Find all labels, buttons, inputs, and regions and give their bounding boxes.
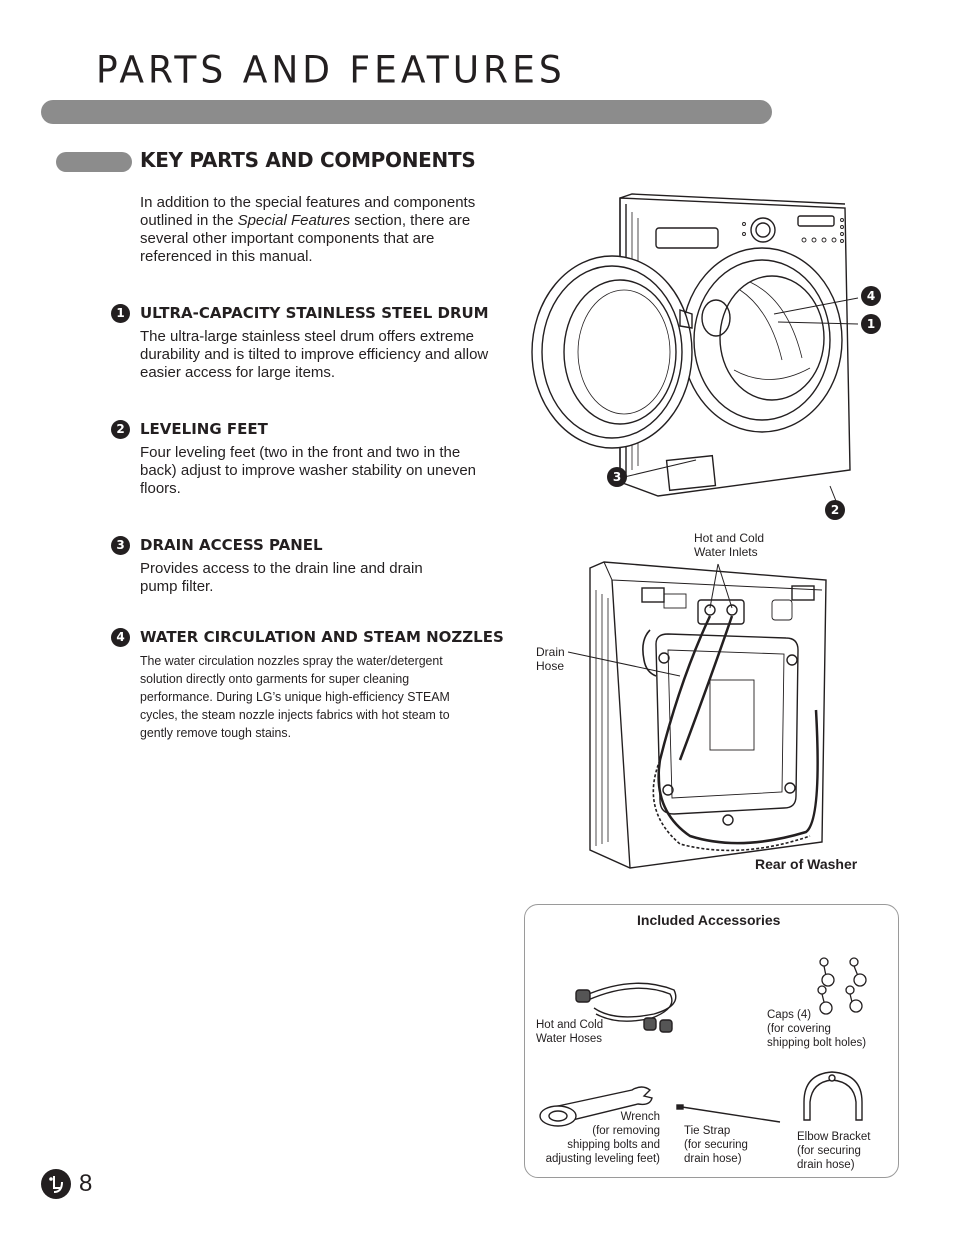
callout-1: 1: [861, 314, 881, 334]
feature-number: 3: [111, 536, 130, 555]
wrench-icon: [539, 1086, 653, 1127]
feature-title: LEVELING FEET: [140, 420, 268, 438]
elbow-bracket-icon: [803, 1071, 863, 1121]
washer-front-illustration: [531, 193, 859, 507]
title-bar: [41, 100, 772, 124]
lg-logo-icon: [41, 1169, 71, 1199]
accessories-box: [524, 904, 899, 1178]
feature-body: Provides access to the drain line and dr…: [140, 560, 423, 595]
callout-2: 2: [825, 500, 845, 520]
tie-strap-icon: [676, 1104, 781, 1123]
feature-title: WATER CIRCULATION AND STEAM NOZZLES: [140, 628, 504, 646]
page-number: 8: [79, 1170, 93, 1197]
page-title: PARTS AND FEATURES: [96, 48, 566, 93]
accessories-title: Included Accessories: [637, 912, 781, 928]
section-pill: [56, 152, 132, 172]
section-heading: KEY PARTS AND COMPONENTS: [140, 148, 476, 172]
feature-number: 1: [111, 304, 130, 323]
callout-3: 3: [607, 467, 627, 487]
feature-number: 2: [111, 420, 130, 439]
feature-title: DRAIN ACCESS PANEL: [140, 536, 323, 554]
caps-icon: [817, 957, 867, 1015]
intro-paragraph: In addition to the special features and …: [140, 194, 476, 265]
rear-caption: Rear of Washer: [755, 856, 858, 872]
feature-body: Four leveling feet (two in the front and…: [140, 444, 477, 497]
feature-body: The water circulation nozzles spray the …: [140, 653, 450, 740]
feature-title: ULTRA-CAPACITY STAINLESS STEEL DRUM: [140, 304, 489, 322]
callout-4: 4: [861, 286, 881, 306]
feature-number: 4: [111, 628, 130, 647]
washer-rear-illustration: [567, 561, 827, 869]
feature-body: The ultra-large stainless steel drum off…: [140, 328, 489, 381]
water-hoses-icon: [575, 982, 677, 1033]
